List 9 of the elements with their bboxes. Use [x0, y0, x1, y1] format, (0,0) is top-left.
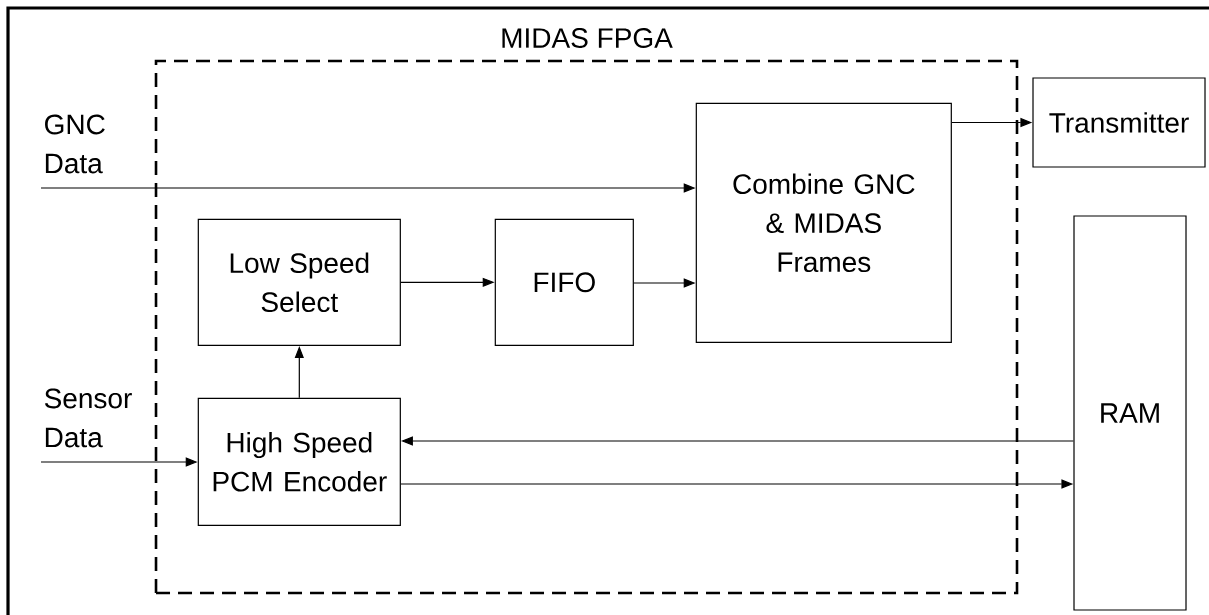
- process-box: FIFO: [494, 218, 634, 346]
- process-box: Low Speed Select: [197, 218, 401, 346]
- memory-box: RAM: [1073, 215, 1187, 611]
- signal-label: Sensor Data: [44, 388, 132, 448]
- process-box: Transmitter: [1032, 77, 1206, 168]
- process-box: High Speed PCM Encoder: [197, 397, 401, 526]
- boundary-title: MIDAS FPGA: [502, 28, 673, 48]
- signal-label: GNC Data: [45, 114, 105, 174]
- process-box: Combine GNC & MIDAS Frames: [695, 102, 952, 343]
